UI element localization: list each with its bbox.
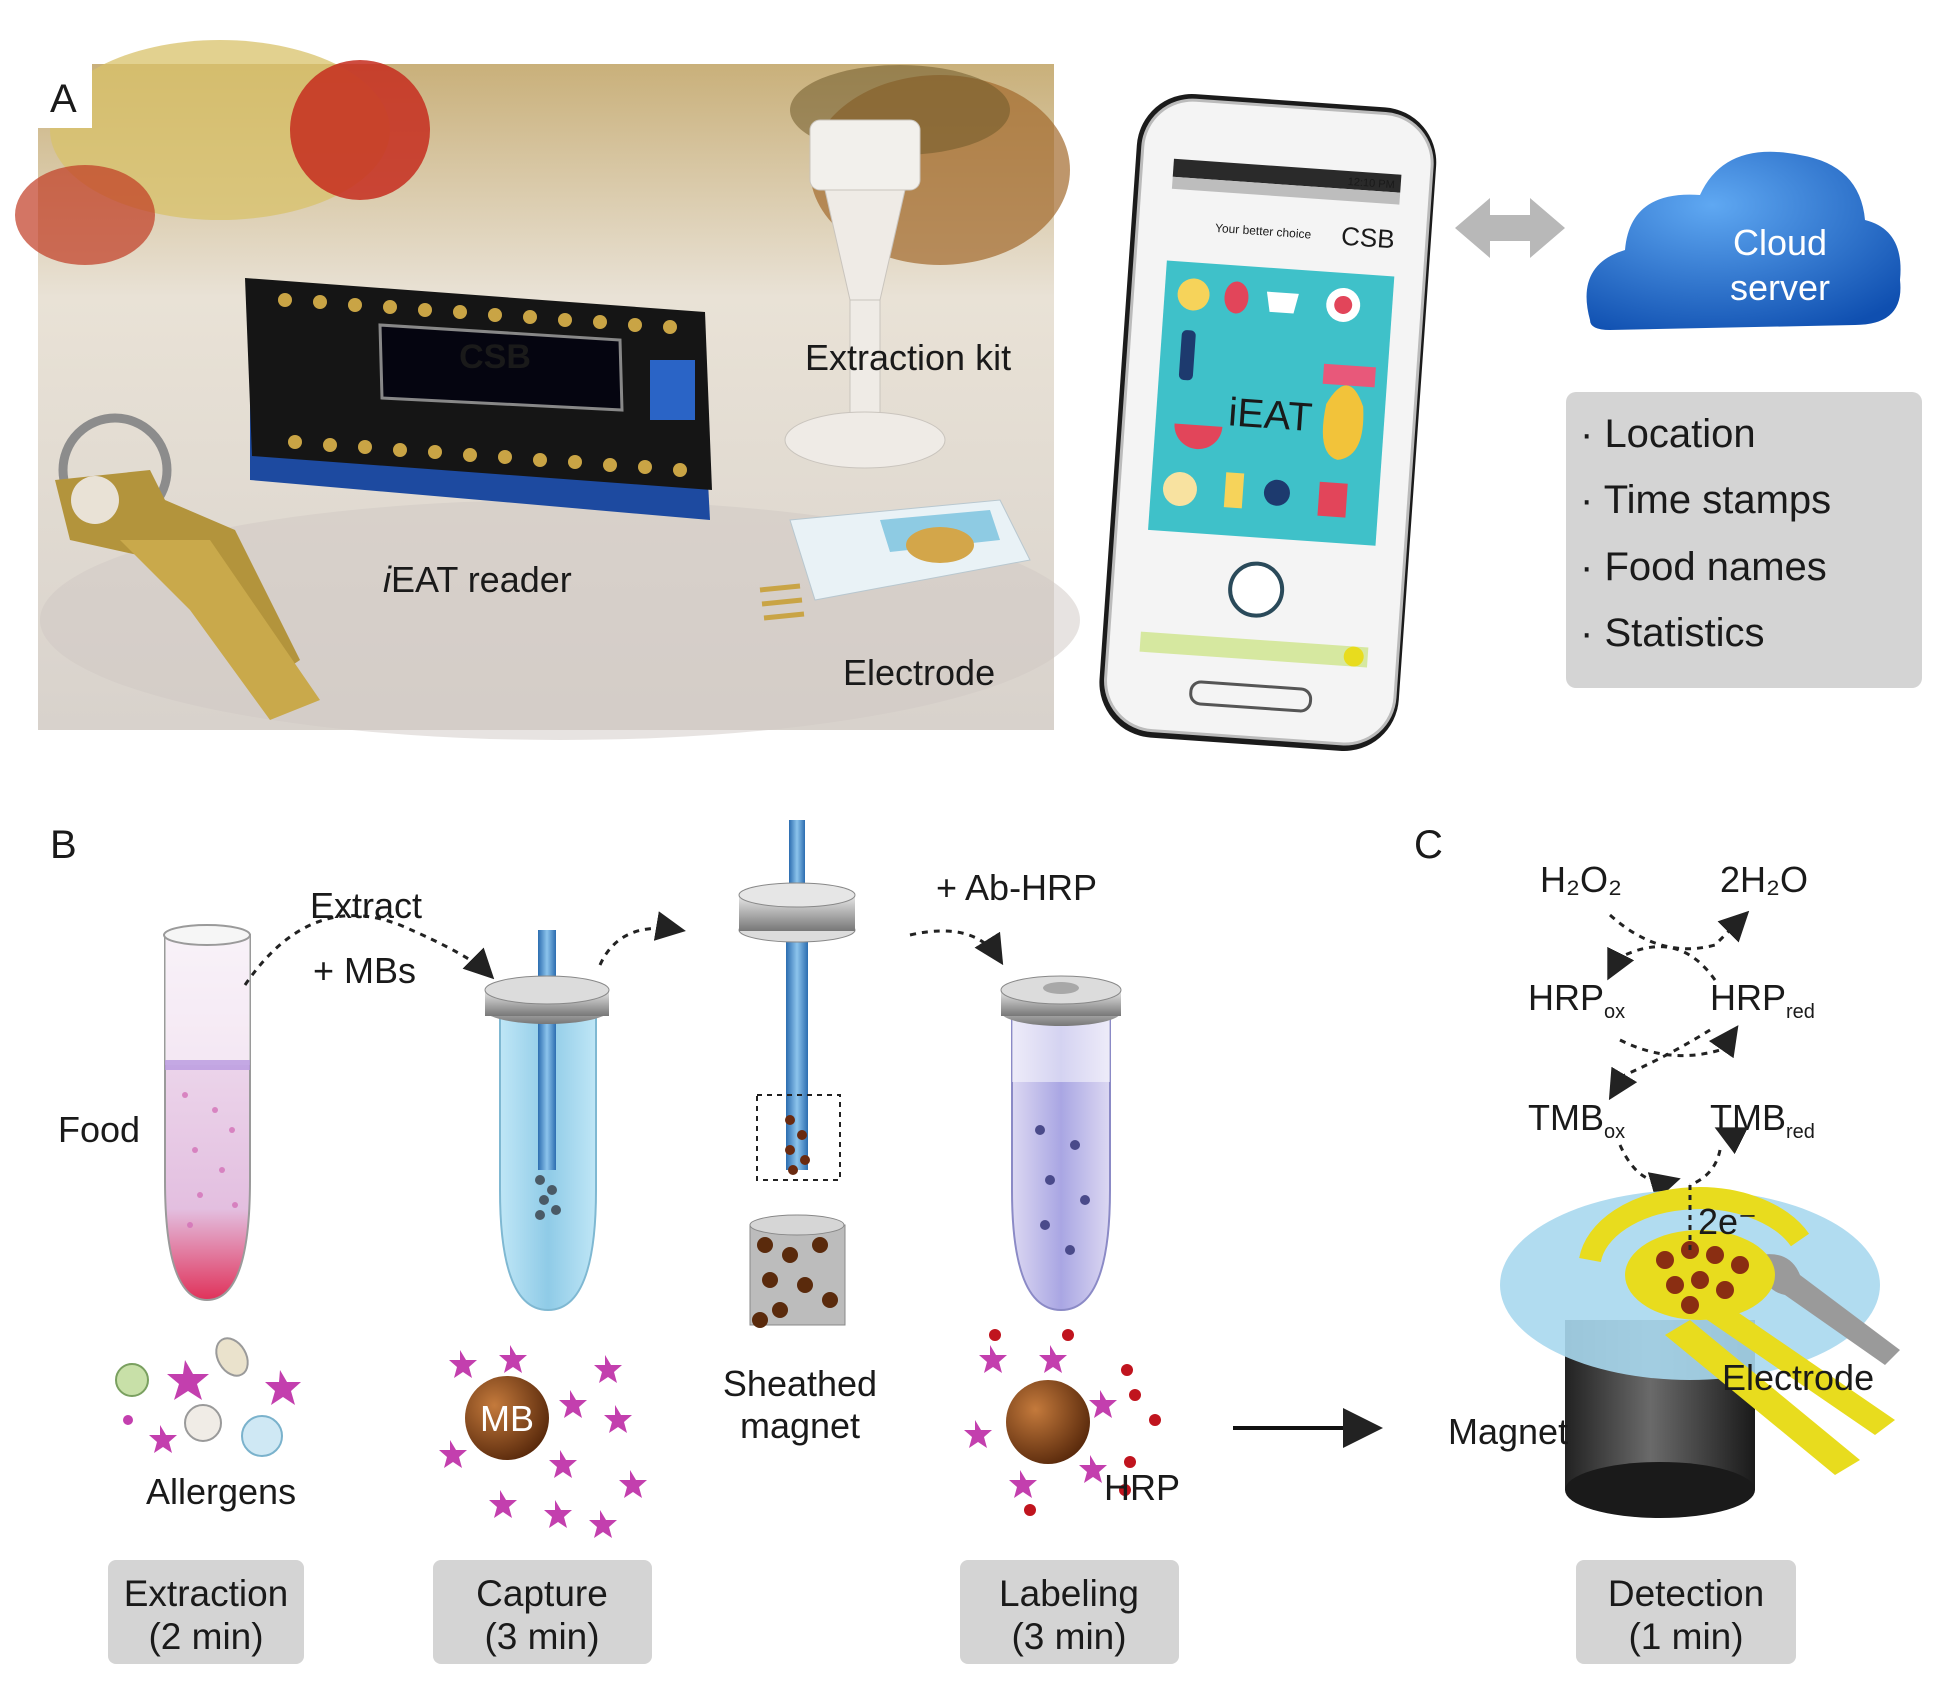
hrp-labeled-bead [964,1329,1161,1516]
cloud-info-list: · Location · Time stamps · Food names · … [1580,412,1831,655]
cloud-info-item: · Location [1580,412,1756,456]
cloud-info-item: · Statistics [1580,611,1764,655]
hrp-ox-label: HRPox [1528,977,1625,1023]
extract-label: Extract [310,885,422,926]
reader-screen-text: CSB [459,338,531,376]
stage-time: (3 min) [1011,1616,1126,1657]
detection-setup [1500,1180,1900,1518]
stage-capture: Capture (3 min) [433,1560,652,1664]
phone-brand: CSB [1340,221,1395,255]
sheathed-magnet-zoom [749,1214,846,1328]
stage-detection: Detection (1 min) [1576,1560,1796,1664]
add-mbs-label: + MBs [313,950,416,991]
stage-name: Labeling [999,1573,1139,1614]
mb-label: MB [480,1398,534,1439]
sheathed-magnet-rod [738,820,856,1181]
stage-labeling: Labeling (3 min) [960,1560,1179,1664]
magnet-label: Magnet [1448,1411,1568,1452]
ieat-app-screen [1148,260,1395,546]
panel-letter-b: B [50,823,77,867]
cloud-info-box [1566,392,1922,688]
electrode-image [759,499,1031,621]
ab-hrp-arrow [909,929,1004,966]
ieat-reader-label: iEAT reader [383,559,572,600]
ab-hrp-label: + Ab-HRP [936,867,1097,908]
food-label: Food [58,1109,140,1150]
extraction-kit-image [784,119,946,469]
h2o2-label: H₂O₂ [1540,859,1622,900]
stage-name: Extraction [124,1573,289,1614]
cloud-info-item: · Food names [1580,545,1827,589]
cloud-server-line1: Cloud [1733,222,1827,263]
sheathed-label-line2: magnet [740,1405,860,1446]
extract-arrow [243,914,495,986]
allergens-label: Allergens [146,1471,296,1512]
stage-time: (1 min) [1628,1616,1743,1657]
electrode-c-label: Electrode [1722,1357,1874,1398]
stage-extraction: Extraction (2 min) [108,1560,304,1664]
mb-bead-captured [439,1345,647,1538]
ieat-reader-device [245,278,712,520]
stage-name: Detection [1608,1573,1764,1614]
phone-tagline: Your better choice [1215,221,1312,242]
photo-panel: CSB A Extraction kit iEAT reader Electro… [15,40,1080,740]
extraction-kit-label: Extraction kit [805,337,1011,378]
app-food-icons [1162,278,1376,518]
tmb-ox-label: TMBox [1528,1097,1625,1143]
phone-status-time: 12:10 PM [1347,176,1395,191]
panel-letter-a: A [50,77,77,121]
panel-letter-c: C [1414,823,1443,867]
electrode-label: Electrode [843,652,995,693]
stage-name: Capture [476,1573,608,1614]
smartphone: 12:10 PM Your better choice CSB iEAT [1099,94,1437,751]
cloud-info-item: · Time stamps [1580,478,1831,522]
keys-image [55,413,320,720]
phone-app-name: iEAT [1227,390,1314,440]
stage-time: (3 min) [484,1616,599,1657]
cloud-server-line2: server [1730,267,1830,308]
sheathed-label-line1: Sheathed [723,1363,877,1404]
food-tube [163,924,251,1302]
hrp-red-label: HRPred [1710,977,1815,1023]
h2o-label: 2H₂O [1720,859,1808,900]
cloud-icon [1586,151,1901,330]
hrp-label: HRP [1104,1467,1180,1508]
app-start-icon [1228,561,1285,618]
capture-to-magnet-arrow [598,911,686,966]
phone-cloud-sync-arrow [1455,198,1565,258]
redox-cycle-arrows [1607,910,1750,1202]
allergen-particles [115,1337,301,1457]
labeling-tube [1000,975,1122,1312]
electrons-label: 2e⁻ [1698,1201,1757,1242]
capture-tube [484,930,610,1312]
stage-time: (2 min) [148,1616,263,1657]
